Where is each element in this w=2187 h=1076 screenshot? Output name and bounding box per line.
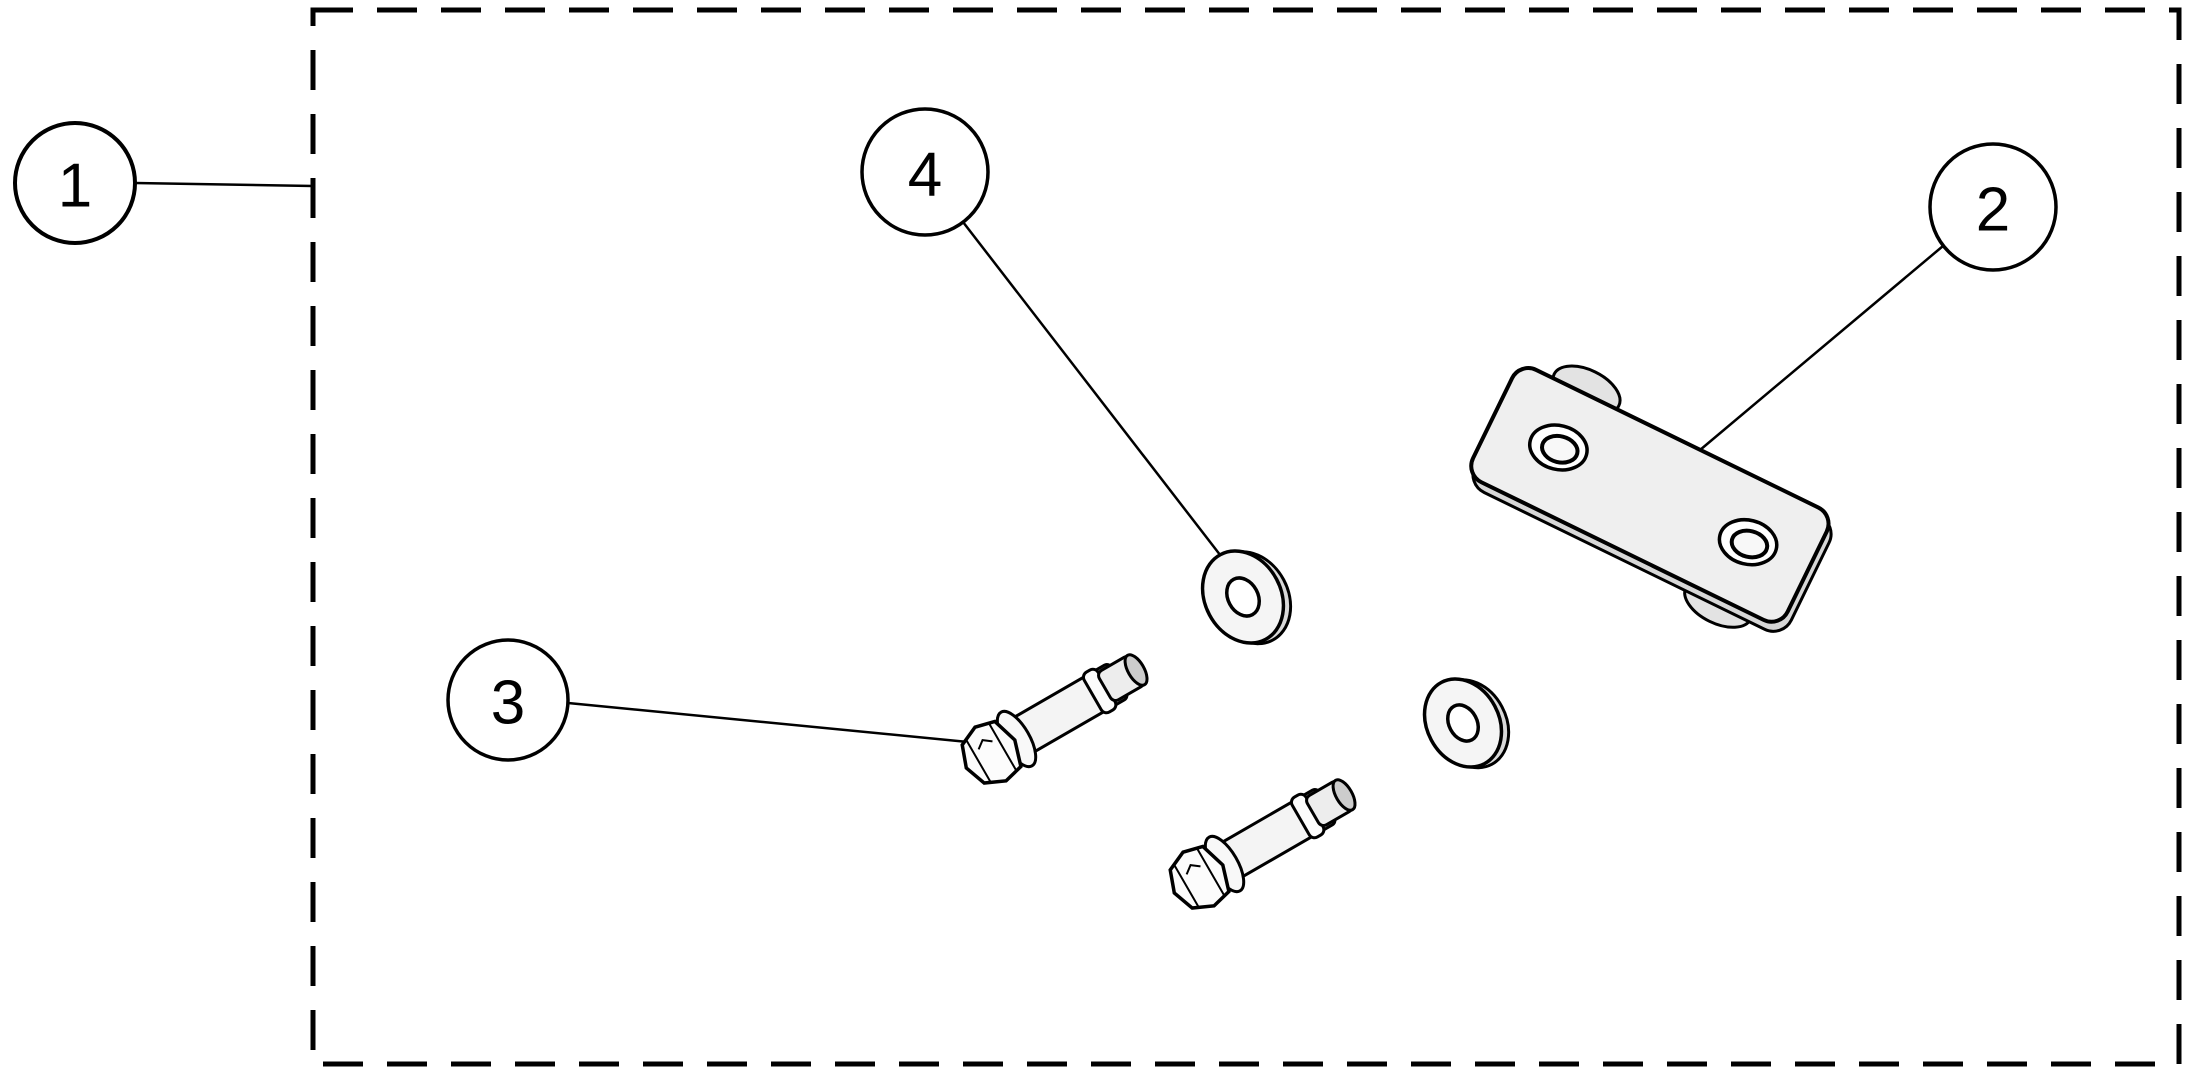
callout-4[interactable]: 4 — [860, 107, 990, 237]
leader-line-2 — [1699, 245, 1944, 451]
bolt-1-head-mark — [977, 739, 993, 750]
leader-lines — [134, 181, 1944, 744]
bolt-2-tip-cap — [1331, 778, 1357, 812]
flange-bolt-1 — [960, 653, 1149, 785]
callout-1-circle[interactable] — [13, 121, 137, 245]
washer-1 — [1200, 549, 1293, 646]
leader-line-1 — [134, 181, 314, 188]
washer-2 — [1422, 677, 1511, 770]
bolt-1-head-facets — [964, 723, 1018, 785]
callout-1[interactable]: 1 — [13, 121, 137, 245]
callout-2[interactable]: 2 — [1928, 142, 2058, 272]
flange-bolt-2 — [1168, 778, 1357, 910]
callout-2-label: 2 — [1976, 176, 2010, 245]
plate-face — [1469, 366, 1831, 624]
washer-2-hole — [1446, 703, 1480, 743]
bolt-2-head-mark — [1185, 864, 1201, 875]
mounting-plate — [1469, 364, 1833, 633]
callout-3-label: 3 — [491, 669, 525, 738]
callout-3[interactable]: 3 — [446, 638, 570, 762]
callout-2-circle[interactable] — [1928, 142, 2058, 272]
plate-hole-2-inner — [1729, 528, 1770, 560]
callout-4-circle[interactable] — [860, 107, 990, 237]
leader-line-4 — [962, 221, 1225, 561]
callout-4-label: 4 — [908, 141, 942, 210]
kit-boundary-dashed-box — [310, 7, 2182, 1067]
plate-hole-1-inner — [1540, 433, 1580, 465]
bolt-2-head-facets — [1172, 848, 1226, 910]
washer-1-hole — [1225, 576, 1261, 618]
callout-3-circle[interactable] — [446, 638, 570, 762]
bolt-1-tip-cap — [1123, 653, 1149, 687]
leader-line-3 — [567, 701, 969, 744]
callout-1-label: 1 — [58, 152, 92, 221]
